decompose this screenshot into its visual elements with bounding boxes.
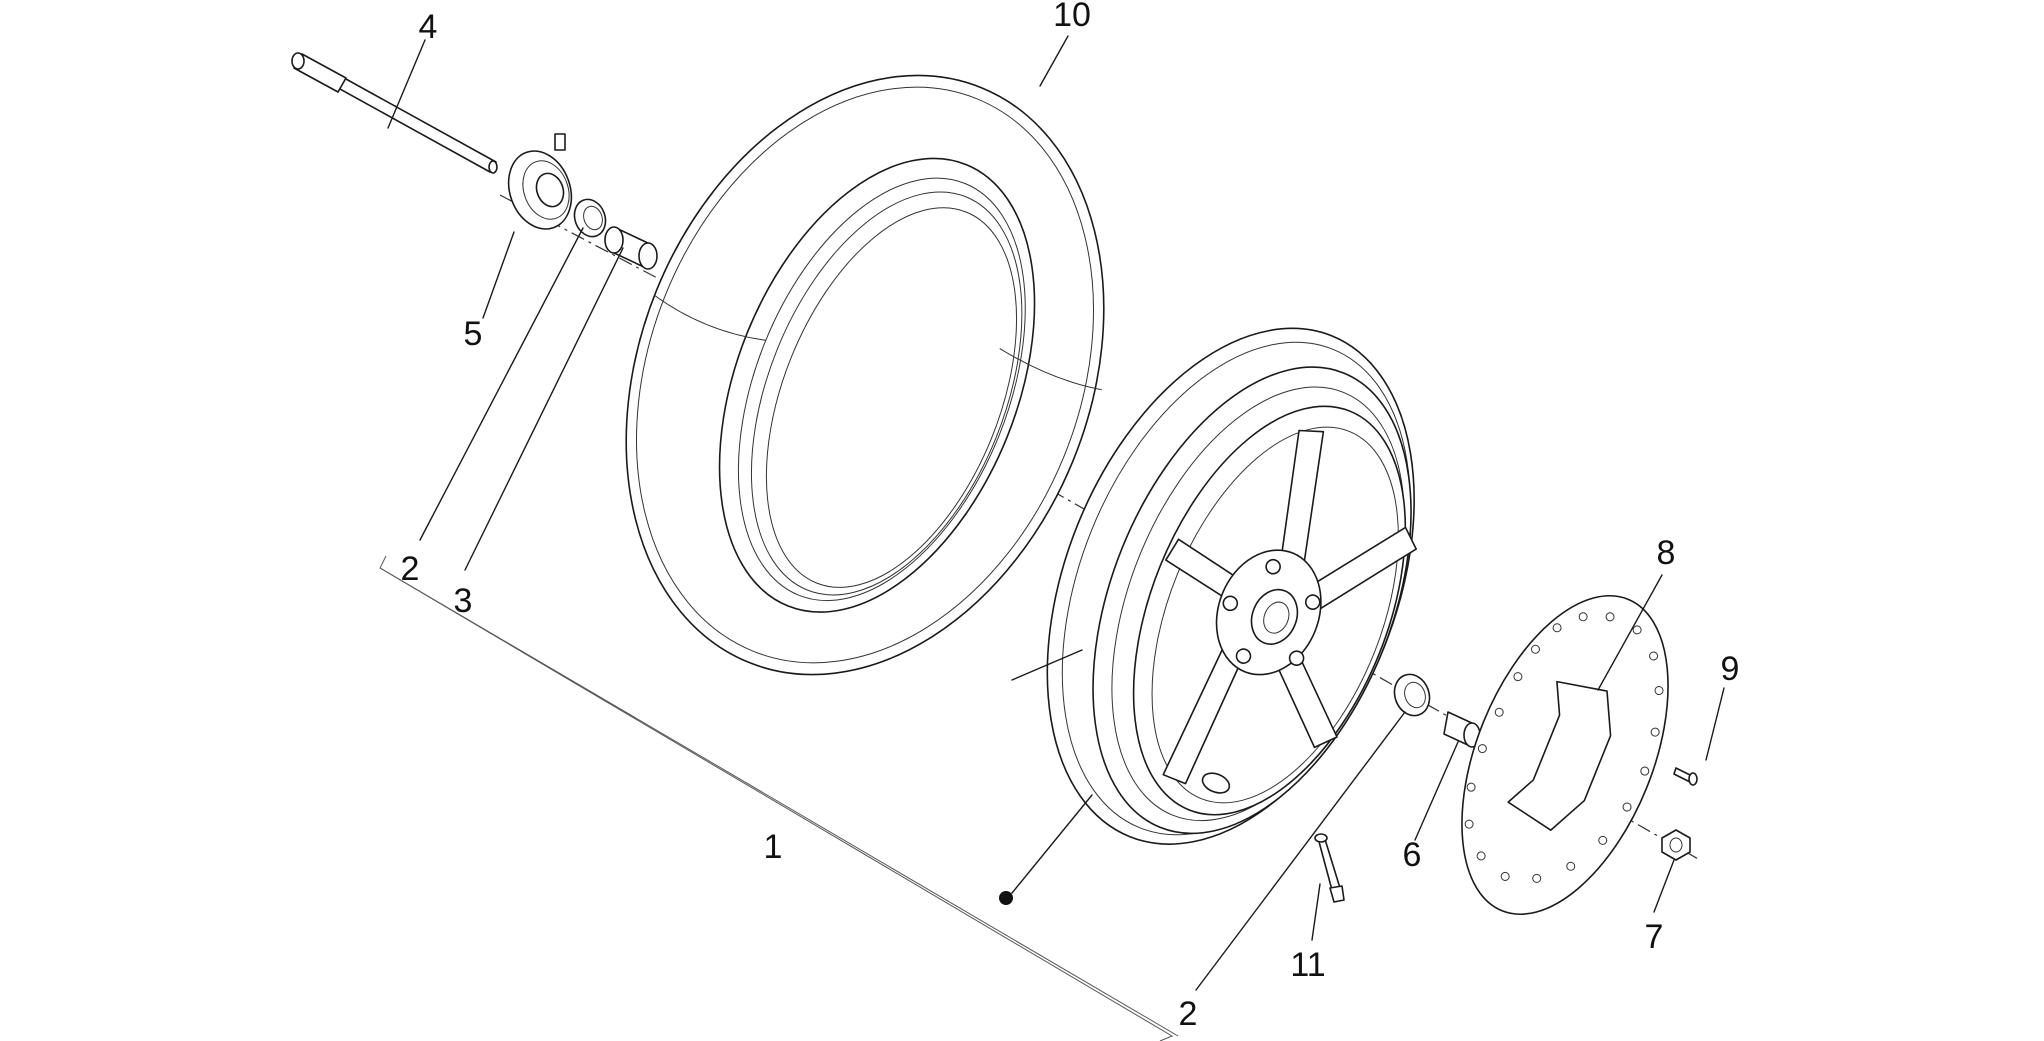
callout-7: 7	[1645, 918, 1664, 956]
callout-4: 4	[419, 8, 438, 46]
bearing-left	[573, 198, 607, 238]
callout-9: 9	[1721, 650, 1740, 688]
brake-disc	[1461, 594, 1669, 916]
callout-10: 10	[1053, 0, 1091, 34]
callout-11: 11	[1290, 946, 1325, 984]
spacer-left	[604, 226, 658, 270]
callout-2-left: 2	[401, 550, 420, 588]
hub-nut	[1661, 829, 1691, 861]
callout-5: 5	[464, 315, 483, 353]
callout-labels: 4 10 5 2 3 8 9 1 6 7 11 2	[401, 0, 1740, 1033]
axle	[291, 52, 498, 174]
bearing-right	[1393, 673, 1431, 717]
wheel-rim	[1046, 327, 1417, 845]
disc-bolt	[1673, 767, 1698, 786]
callout-8: 8	[1657, 534, 1676, 572]
assembly-bracket	[379, 555, 1179, 1041]
spacer-right	[1443, 711, 1481, 748]
leader-lines	[387, 35, 1725, 991]
tyre-valve	[1314, 833, 1345, 903]
speedometer-drive	[507, 133, 573, 230]
callout-2-right: 2	[1179, 995, 1198, 1033]
callout-3: 3	[454, 582, 473, 620]
tyre	[625, 74, 1105, 676]
callout-1: 1	[764, 828, 783, 866]
leader-dot	[999, 891, 1013, 905]
callout-6: 6	[1403, 836, 1422, 874]
